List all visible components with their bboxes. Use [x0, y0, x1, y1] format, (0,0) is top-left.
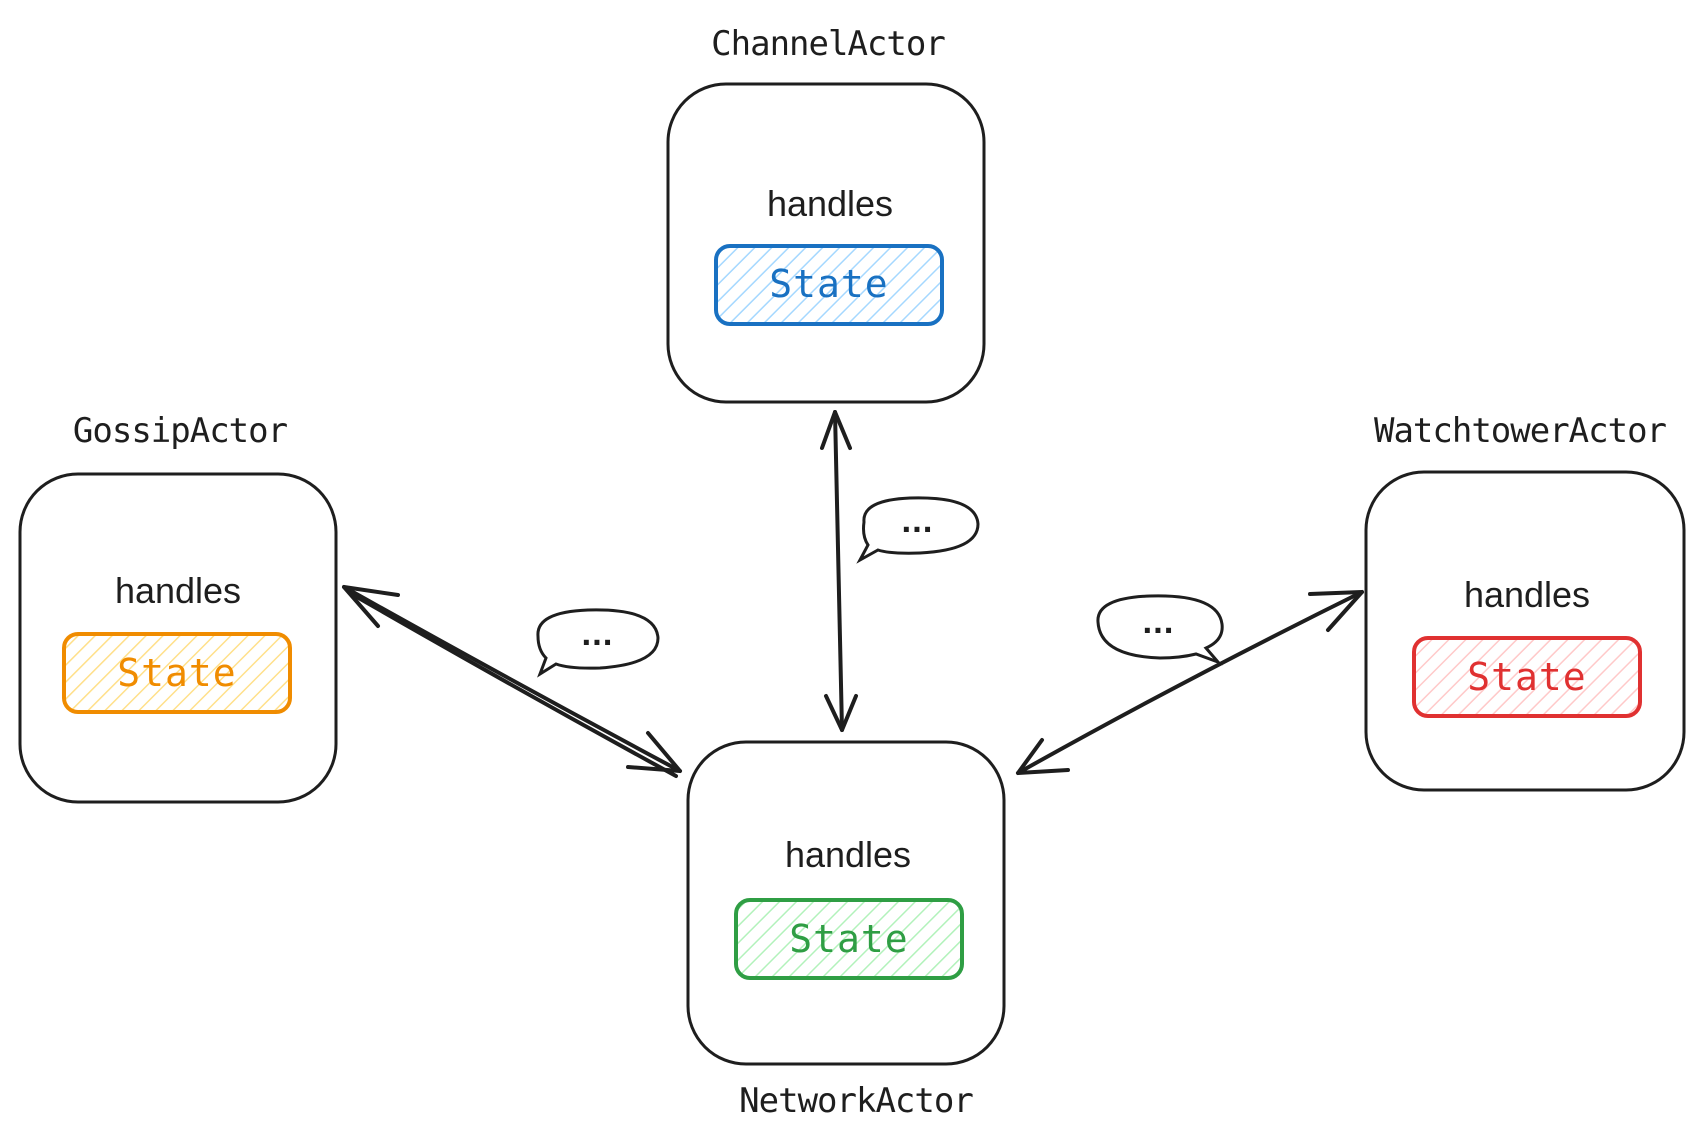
channel-actor-box [666, 82, 986, 404]
channel-actor-title: ChannelActor [711, 24, 945, 64]
gossip-actor-title: GossipActor [73, 411, 288, 451]
channel-actor: ChannelActor handles State [666, 24, 986, 404]
bubble-dots: ... [901, 506, 933, 539]
watchtower-state-box [1412, 636, 1642, 718]
network-actor: handles State NetworkActor [686, 740, 1006, 1121]
watchtower-actor-box [1364, 470, 1686, 792]
watchtower-handles-label: handles [1464, 574, 1590, 615]
gossip-state-label: State [117, 651, 236, 695]
network-state-label: State [789, 917, 908, 961]
gossip-state-box [62, 632, 292, 714]
arrow-channel-network [820, 410, 858, 732]
network-handles-label: handles [785, 834, 911, 875]
channel-handles-label: handles [767, 183, 893, 224]
channel-state-label: State [769, 262, 888, 306]
speech-bubble-channel: ... [856, 496, 980, 564]
arrow-gossip-network [342, 585, 682, 778]
gossip-handles-label: handles [115, 570, 241, 611]
watchtower-actor-title: WatchtowerActor [1374, 411, 1667, 451]
watchtower-state-label: State [1467, 655, 1586, 699]
arrow-watchtower-network [1016, 590, 1364, 775]
network-state-box [734, 898, 964, 980]
network-actor-title: NetworkActor [739, 1081, 973, 1121]
gossip-actor: GossipActor handles State [18, 411, 338, 804]
bubble-dots: ... [581, 619, 613, 652]
watchtower-actor: WatchtowerActor handles State [1364, 411, 1686, 792]
speech-bubble-watchtower: ... [1096, 594, 1224, 666]
channel-state-box [714, 244, 944, 326]
bubble-dots: ... [1142, 607, 1174, 640]
speech-bubble-gossip: ... [536, 608, 660, 678]
